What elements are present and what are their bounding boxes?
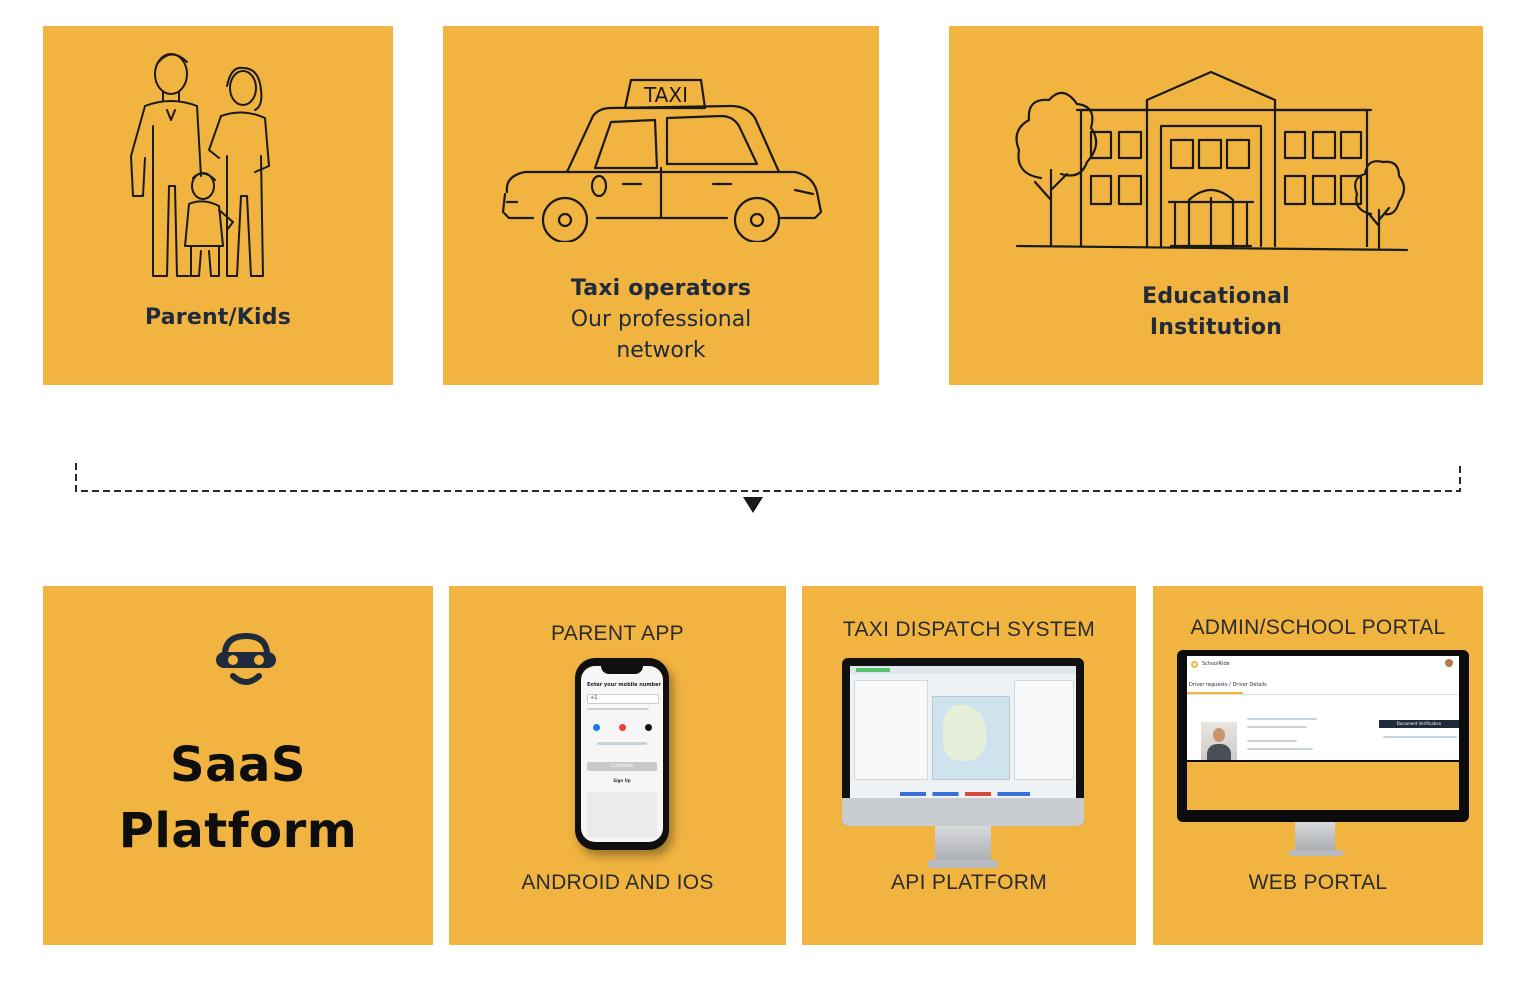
dispatch-title: TAXI DISPATCH SYSTEM xyxy=(842,618,1096,641)
portal-divider xyxy=(1187,694,1459,695)
tile-taxi-dispatch: TAXI DISPATCH SYSTEM API PLATFORM xyxy=(802,586,1136,945)
education-line-2: Institution xyxy=(1149,315,1283,340)
saas-line-2: Platform xyxy=(118,803,358,859)
dispatch-map xyxy=(932,696,1010,780)
phone-signup: Sign Up xyxy=(613,778,631,783)
portal-monitor-base xyxy=(1289,850,1343,856)
phone-line-1 xyxy=(587,708,649,710)
tile-educational-institution: Educational Institution xyxy=(949,26,1483,385)
phone-screen: Enter your mobile number +1 Continue Sig… xyxy=(581,666,663,842)
portal-note-line xyxy=(1383,736,1457,738)
taxi-line-1: Our professional xyxy=(570,307,752,332)
school-building-icon xyxy=(1015,70,1409,252)
phone-continue-label: Continue xyxy=(610,763,634,769)
portal-logo-icon xyxy=(1191,661,1198,668)
portal-detail-4 xyxy=(1247,748,1313,750)
phone-input-field: +1 xyxy=(587,694,659,704)
portal-verify-button: Document Verification xyxy=(1379,720,1459,728)
phone-heading: Enter your mobile number xyxy=(587,682,661,688)
portal-driver-head xyxy=(1213,728,1225,742)
tile-saas-platform: SaaS Platform xyxy=(43,586,433,945)
portal-monitor-stand xyxy=(1295,822,1335,850)
tile-taxi-operators: TAXI Taxi operators Our professional net… xyxy=(443,26,879,385)
portal-driver-photo xyxy=(1201,722,1237,760)
taxi-title: Taxi operators xyxy=(570,276,752,301)
apple-icon xyxy=(645,724,652,731)
portal-lower-bezel xyxy=(1187,762,1459,810)
taxi-car-icon: TAXI xyxy=(501,78,823,242)
dispatch-monitor-chin xyxy=(842,798,1084,826)
portal-avatar-small xyxy=(1445,659,1453,667)
tile-parent-kids: Parent/Kids xyxy=(43,26,393,385)
portal-breadcrumb: Driver requests / Driver Details xyxy=(1189,682,1267,688)
portal-detail-1 xyxy=(1247,718,1317,720)
phone-line-2 xyxy=(597,742,647,745)
dispatch-map-land xyxy=(943,705,987,761)
dispatch-right-panel xyxy=(1014,680,1074,780)
education-line-1: Educational xyxy=(1142,284,1290,309)
facebook-icon xyxy=(593,724,600,731)
portal-verify-label: Document Verification xyxy=(1396,721,1442,726)
dispatch-bottom-buttons xyxy=(900,792,1030,796)
taxi-sign-text: TAXI xyxy=(643,83,688,107)
portal-tab-underline xyxy=(1187,692,1243,694)
parent-kids-label: Parent/Kids xyxy=(145,305,291,330)
parent-app-subtitle: ANDROID AND IOS xyxy=(521,871,714,894)
dispatch-status-green xyxy=(856,668,890,672)
portal-subtitle: WEB PORTAL xyxy=(1248,871,1388,894)
dispatch-monitor-stand xyxy=(935,826,991,862)
family-icon xyxy=(130,53,270,277)
phone-mockup: Enter your mobile number +1 Continue Sig… xyxy=(575,658,669,850)
portal-detail-3 xyxy=(1247,740,1297,742)
dispatch-left-panel xyxy=(854,680,928,780)
tile-admin-portal: ADMIN/SCHOOL PORTAL SchoolRide Driver re… xyxy=(1153,586,1483,945)
parent-app-title: PARENT APP xyxy=(551,622,684,645)
dispatch-subtitle: API PLATFORM xyxy=(890,871,1048,894)
dispatch-monitor xyxy=(842,658,1084,826)
smiling-car-logo-icon xyxy=(216,632,276,685)
dispatch-monitor-base xyxy=(928,860,998,868)
phone-notch xyxy=(601,664,643,674)
portal-screen: SchoolRide Driver requests / Driver Deta… xyxy=(1187,656,1459,760)
portal-driver-body xyxy=(1207,744,1231,760)
portal-title: ADMIN/SCHOOL PORTAL xyxy=(1190,616,1446,639)
portal-brand-name: SchoolRide xyxy=(1202,661,1230,667)
phone-social-row xyxy=(593,724,653,732)
dispatch-screen xyxy=(850,666,1076,798)
phone-keypad xyxy=(587,792,657,838)
phone-continue-button: Continue xyxy=(587,762,657,771)
google-icon xyxy=(619,724,626,731)
connector-dashed-line xyxy=(75,463,1461,492)
connector-arrow-icon xyxy=(743,497,763,513)
tile-parent-app: PARENT APP Enter your mobile number +1 C… xyxy=(449,586,786,945)
saas-line-1: SaaS xyxy=(170,737,306,793)
dispatch-top-bar xyxy=(850,666,1076,674)
phone-country-code: +1 xyxy=(590,695,598,701)
portal-detail-2 xyxy=(1247,726,1307,728)
merge-connector xyxy=(75,463,1461,513)
portal-monitor: SchoolRide Driver requests / Driver Deta… xyxy=(1177,650,1469,822)
taxi-line-2: network xyxy=(616,338,706,363)
